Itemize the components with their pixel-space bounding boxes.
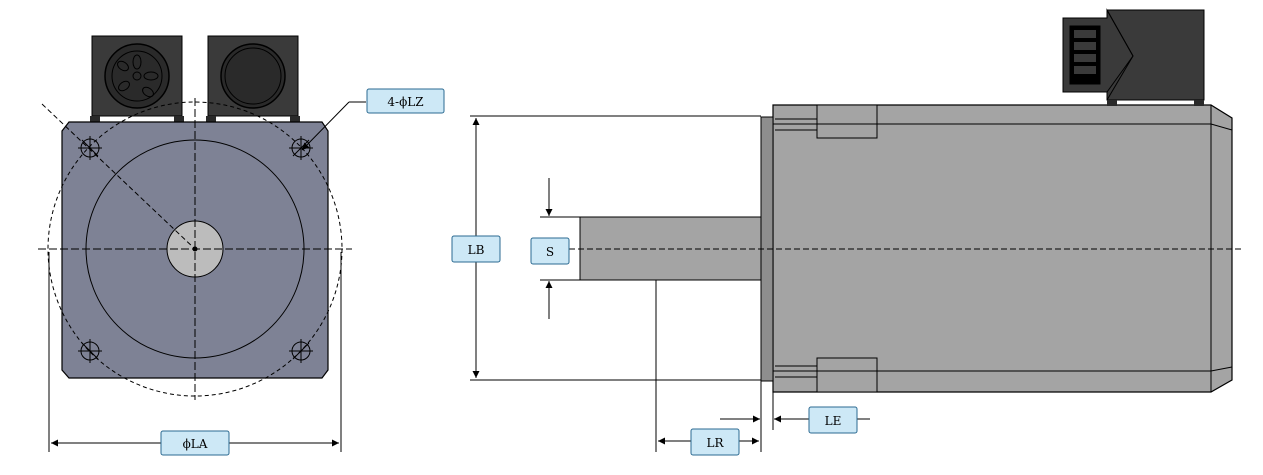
front-view (38, 35, 366, 452)
label-hole-spec-text: 4-ϕLZ (387, 95, 423, 109)
label-flange-diameter: ϕLA (160, 430, 230, 456)
power-connector (90, 35, 184, 122)
encoder-connector (206, 35, 300, 122)
label-shaft-diameter: S (530, 237, 570, 265)
bolt-hole (78, 136, 102, 160)
side-view (470, 8, 1242, 452)
label-shaft-length: LR (690, 428, 740, 456)
label-spigot-length: LE (808, 406, 858, 434)
connector-side (1062, 8, 1205, 106)
label-flange-height: LB (451, 235, 501, 263)
bolt-hole (78, 339, 102, 363)
label-flange-height-text: LB (468, 243, 485, 257)
label-flange-diameter-text: ϕLA (183, 437, 208, 451)
label-spigot-length-text: LE (825, 414, 842, 428)
bolt-hole (289, 339, 313, 363)
label-hole-spec: 4-ϕLZ (366, 88, 445, 114)
label-shaft-diameter-text: S (546, 245, 554, 259)
label-shaft-length-text: LR (706, 436, 724, 450)
